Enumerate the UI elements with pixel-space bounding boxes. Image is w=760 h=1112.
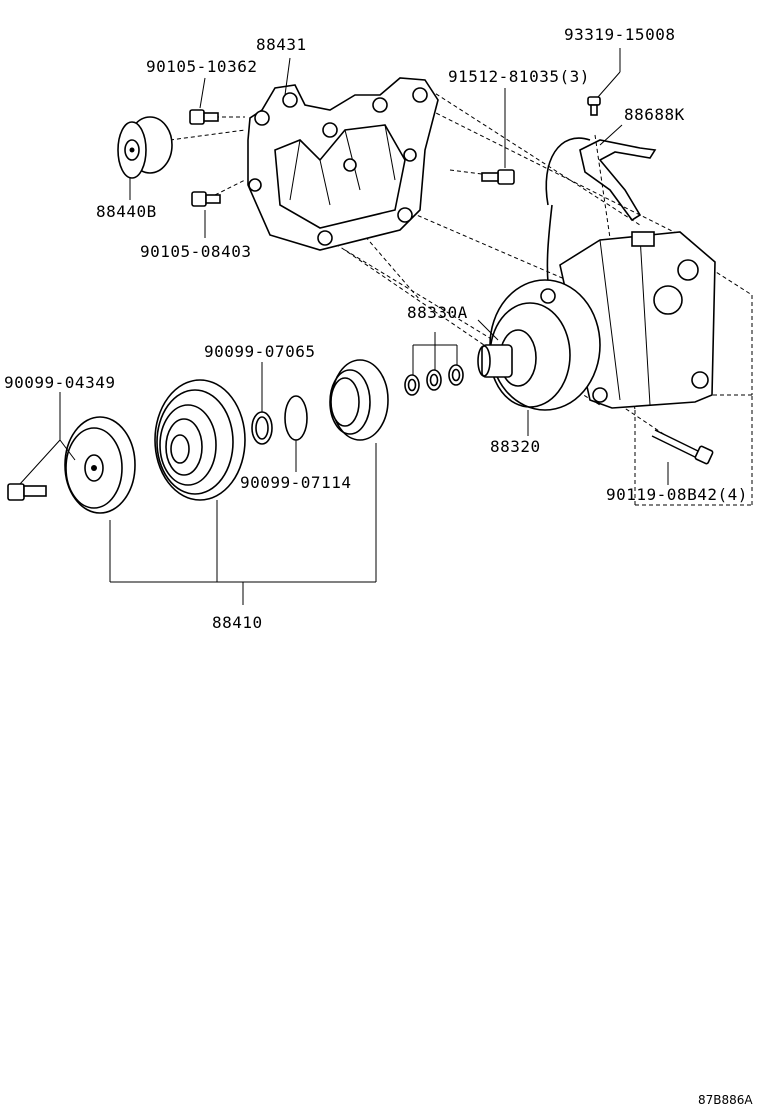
label-90099-07114: 90099-07114 [240,473,351,492]
label-91512-81035: 91512-81035(3) [448,67,590,86]
leader-lines [19,48,669,605]
bearing-ring [329,359,389,441]
snap-ring-07114 [284,395,308,441]
mount-bolt [651,429,714,465]
bracket-bolt-upper [189,109,219,125]
label-90105-10362: 90105-10362 [146,57,257,76]
label-88330A: 88330A [407,303,468,322]
shim-set [404,364,464,396]
compressor-body [477,231,716,411]
diagram-reference-code: 87B886A [698,1093,753,1107]
label-88440B: 88440B [96,202,157,221]
label-88410: 88410 [212,613,263,632]
bracket-bolt-lower [191,191,221,207]
label-88688K: 88688K [624,105,685,124]
label-90099-04349: 90099-04349 [4,373,115,392]
pressure-plate [64,416,136,514]
label-88431: 88431 [256,35,307,54]
compressor-bracket [247,77,439,251]
label-90099-07065: 90099-07065 [204,342,315,361]
label-90119-08B42: 90119-08B42(4) [606,485,748,504]
bracket-bolt-91512 [481,169,515,185]
label-90105-08403: 90105-08403 [140,242,251,261]
label-93319-15008: 93319-15008 [564,25,675,44]
part-labels: 88431 90105-10362 88440B 90105-08403 915… [4,25,748,632]
idler-pulley [117,116,173,179]
screw-93319 [587,96,601,116]
center-bolt [7,483,47,501]
clutch-pulley [154,379,246,501]
label-88320: 88320 [490,437,541,456]
snap-ring-07065 [251,411,273,445]
